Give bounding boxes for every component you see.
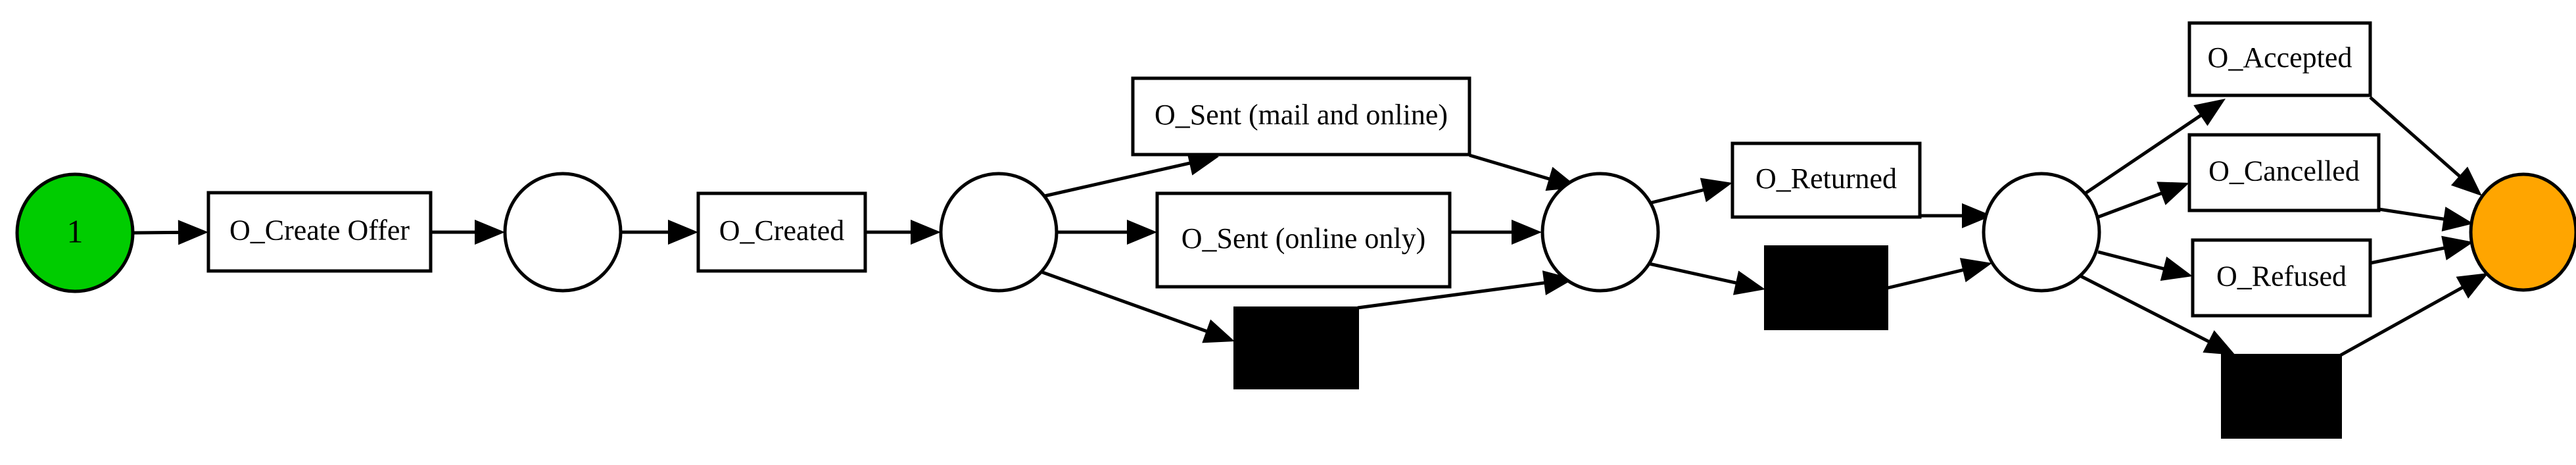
transition-o-accepted[interactable]: O_Accepted [2187, 21, 2372, 97]
transition-label: O_Cancelled [2208, 155, 2360, 187]
silent-transition-skip-sent[interactable] [1233, 306, 1359, 389]
arcs-layer [133, 96, 2489, 357]
arc-p4-to-tau3 [2080, 274, 2235, 355]
place-after-created[interactable] [939, 172, 1059, 293]
place-token-count: 1 [67, 212, 83, 249]
transition-label: O_Sent (mail and online) [1155, 99, 1448, 131]
arc-tau1-to-p3 [1357, 270, 1574, 310]
place-after-create-offer[interactable] [503, 172, 623, 293]
place-after-returned[interactable] [1982, 172, 2101, 293]
transition-o-created[interactable]: O_Created [696, 191, 867, 273]
transition-o-refused[interactable]: O_Refused [2191, 238, 2372, 318]
transition-o-sent-online-only[interactable]: O_Sent (online only) [1155, 191, 1452, 289]
arc-sent-mail-online-to-p3 [1469, 153, 1578, 191]
arc-p2-to-sent-online-only [1057, 220, 1157, 245]
arc-p4-to-accepted [2083, 99, 2226, 196]
arc-p2-to-sent-mail-online [1038, 151, 1219, 199]
arc-p3-to-returned [1646, 178, 1732, 206]
end-place[interactable] [2469, 172, 2576, 292]
transition-o-returned[interactable]: O_Returned [1730, 141, 1922, 219]
transition-label: O_Create Offer [229, 214, 410, 247]
arc-returned-to-p4 [1920, 203, 1992, 228]
arc-tau3-to-end [2339, 273, 2489, 357]
transition-o-cancelled[interactable]: O_Cancelled [2187, 133, 2381, 212]
place-after-sent[interactable] [1540, 172, 1660, 293]
arc-p3-to-tau2 [1646, 261, 1765, 295]
transitions-layer: O_Create Offer O_Created O_Sent (mail and … [206, 21, 2381, 439]
arc-p1-to-created [621, 220, 698, 245]
arc-p4-to-cancelled [2097, 182, 2189, 219]
silent-transition-skip-outcome[interactable] [2221, 354, 2342, 439]
silent-transition-skip-returned[interactable] [1764, 245, 1888, 330]
transition-label: O_Accepted [2208, 41, 2352, 74]
transition-label: O_Created [719, 214, 845, 247]
arc-start-to-create-offer [133, 220, 208, 245]
transition-o-create-offer[interactable]: O_Create Offer [206, 191, 433, 273]
arc-refused-to-end [2370, 235, 2473, 265]
arc-tau2-to-p4 [1886, 258, 1992, 290]
arc-p4-to-refused [2097, 250, 2193, 281]
start-place[interactable]: 1 [15, 172, 135, 293]
arc-created-to-p2 [865, 220, 941, 245]
transition-o-sent-mail-and-online[interactable]: O_Sent (mail and online) [1131, 76, 1471, 157]
transition-label: O_Refused [2216, 260, 2347, 293]
arc-sent-online-only-to-p3 [1450, 220, 1542, 245]
arc-accepted-to-end [2369, 96, 2482, 196]
arc-cancelled-to-end [2378, 207, 2473, 232]
arc-create-offer-to-p1 [431, 220, 505, 245]
transition-label: O_Sent (online only) [1181, 222, 1426, 255]
places-layer: 1 [15, 172, 2576, 293]
arc-p2-to-tau1 [1038, 269, 1235, 343]
transition-label: O_Returned [1755, 162, 1897, 195]
